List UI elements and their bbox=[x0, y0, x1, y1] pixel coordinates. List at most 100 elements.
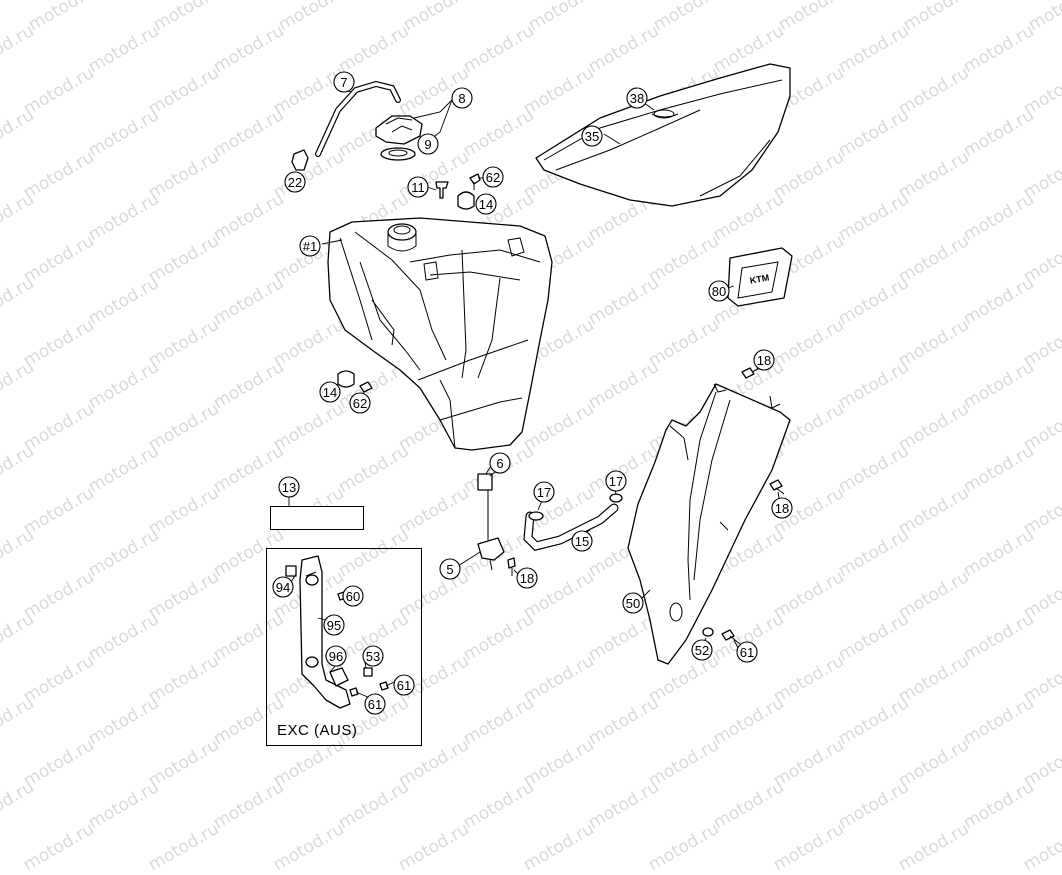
side-panel bbox=[627, 383, 791, 665]
callout-circle bbox=[325, 645, 347, 667]
callout-circle bbox=[417, 133, 439, 155]
callout-number: 53 bbox=[366, 649, 380, 664]
callout-number: 61 bbox=[740, 645, 754, 660]
seat bbox=[535, 63, 791, 207]
watermark-text: motod.ru bbox=[20, 819, 98, 875]
callout-number: 14 bbox=[323, 385, 337, 400]
callout-circle bbox=[272, 576, 294, 598]
callout-number: 5 bbox=[446, 562, 453, 577]
callout-22: 22 bbox=[284, 171, 306, 193]
callout-circle bbox=[489, 452, 511, 474]
callout-number: 96 bbox=[329, 649, 343, 664]
callout-number: 17 bbox=[537, 485, 551, 500]
callout-number: 95 bbox=[327, 618, 341, 633]
watermark-text: motod.ru bbox=[520, 819, 598, 875]
callout-61b: 61 bbox=[393, 674, 415, 696]
callout-number: 80 bbox=[712, 284, 726, 299]
vent-hose bbox=[315, 80, 401, 157]
callout-62a: 62 bbox=[482, 166, 504, 188]
callout-18a: 18 bbox=[753, 349, 775, 371]
callout-circle bbox=[362, 645, 384, 667]
callout-circle bbox=[475, 193, 497, 215]
callout-61a: 61 bbox=[736, 641, 758, 663]
callout-number: 61 bbox=[397, 678, 411, 693]
callout-circle bbox=[691, 639, 713, 661]
callout-62b: 62 bbox=[349, 392, 371, 414]
callout-1: #1 bbox=[299, 235, 321, 257]
callout-circle bbox=[299, 235, 321, 257]
callout-circle bbox=[771, 497, 793, 519]
emblem-text: KTM bbox=[749, 272, 770, 285]
callout-5: 5 bbox=[439, 558, 461, 580]
callout-number: 18 bbox=[775, 501, 789, 516]
callout-number: 61 bbox=[368, 697, 382, 712]
watermark-text: motod.ru bbox=[145, 819, 223, 875]
callout-number: 94 bbox=[276, 580, 290, 595]
callout-35: 35 bbox=[581, 125, 603, 147]
callout-circle bbox=[516, 567, 538, 589]
callout-15: 15 bbox=[571, 530, 593, 552]
callout-circle bbox=[581, 125, 603, 147]
small-hardware bbox=[291, 109, 785, 645]
callout-52: 52 bbox=[691, 639, 713, 661]
callout-circle bbox=[349, 392, 371, 414]
callout-14a: 14 bbox=[475, 193, 497, 215]
callout-circle bbox=[393, 674, 415, 696]
callout-number: 52 bbox=[695, 643, 709, 658]
inset-label: EXC (AUS) bbox=[277, 722, 358, 739]
callout-50: 50 bbox=[622, 592, 644, 614]
callout-9: 9 bbox=[417, 133, 439, 155]
inset-box-exc-aus bbox=[266, 548, 422, 746]
callout-layer: 7 8 9 22 11 62 14 #1 14 62 38 35 80 18 18 6 17 17 15 5 18 50 5… bbox=[272, 71, 793, 715]
kit-contents-box bbox=[270, 506, 364, 530]
callout-circle bbox=[342, 585, 364, 607]
callout-number: 8 bbox=[458, 91, 465, 106]
watermark-text: motod.ru bbox=[1020, 819, 1062, 875]
callout-circle bbox=[407, 176, 429, 198]
callout-18b: 18 bbox=[771, 497, 793, 519]
callout-38: 38 bbox=[626, 87, 648, 109]
callout-circle bbox=[571, 530, 593, 552]
callout-number: 6 bbox=[496, 456, 503, 471]
watermark-text: motod.ru bbox=[270, 819, 348, 875]
callout-circle bbox=[708, 280, 730, 302]
callout-circle bbox=[364, 693, 386, 715]
diagram-artwork: KTM bbox=[271, 63, 793, 715]
callout-number: 35 bbox=[585, 129, 599, 144]
callout-95: 95 bbox=[323, 614, 345, 636]
callout-number: #1 bbox=[303, 239, 317, 254]
callout-circle bbox=[482, 166, 504, 188]
callout-17a: 17 bbox=[533, 481, 555, 503]
callout-94: 94 bbox=[272, 576, 294, 598]
callout-circle bbox=[533, 481, 555, 503]
callout-circle bbox=[753, 349, 775, 371]
watermark-text: motod.ru bbox=[895, 819, 973, 875]
callout-circle bbox=[333, 71, 355, 93]
callout-number: 14 bbox=[479, 197, 493, 212]
callout-circle bbox=[736, 641, 758, 663]
ktm-emblem: KTM bbox=[727, 247, 793, 307]
callout-6: 6 bbox=[489, 452, 511, 474]
callout-7: 7 bbox=[333, 71, 355, 93]
watermark-text: motod.ru bbox=[395, 819, 473, 875]
callout-number: 13 bbox=[282, 480, 296, 495]
callout-13: 13 bbox=[278, 476, 300, 498]
callout-80: 80 bbox=[708, 280, 730, 302]
callout-53: 53 bbox=[362, 645, 384, 667]
callout-14b: 14 bbox=[319, 381, 341, 403]
callout-circle bbox=[284, 171, 306, 193]
callout-circle bbox=[278, 476, 300, 498]
callout-number: 11 bbox=[411, 180, 425, 195]
fuel-cap bbox=[375, 115, 423, 161]
callout-61c: 61 bbox=[364, 693, 386, 715]
callout-circle bbox=[451, 87, 473, 109]
callout-circle bbox=[626, 87, 648, 109]
callout-circle bbox=[439, 558, 461, 580]
callout-number: 17 bbox=[609, 474, 623, 489]
callout-number: 18 bbox=[520, 571, 534, 586]
callout-number: 62 bbox=[353, 396, 367, 411]
callout-number: 60 bbox=[346, 589, 360, 604]
callout-number: 9 bbox=[424, 137, 431, 152]
callout-circle bbox=[622, 592, 644, 614]
callout-18c: 18 bbox=[516, 567, 538, 589]
